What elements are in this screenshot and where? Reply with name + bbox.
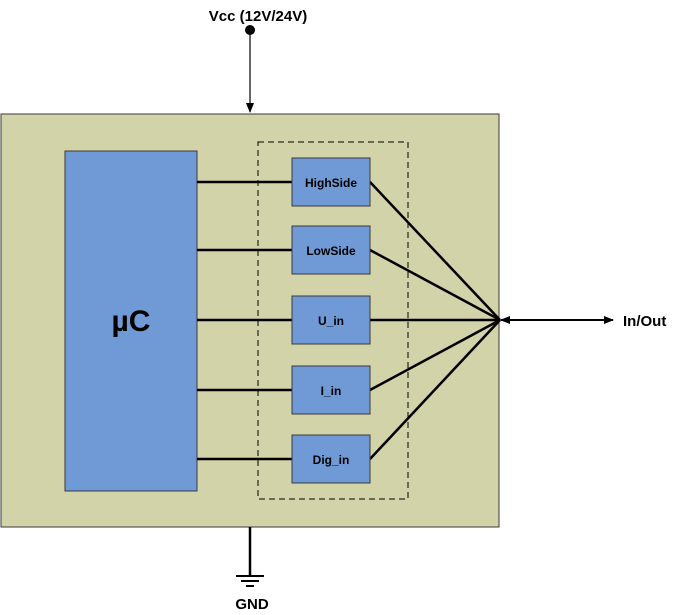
channel-u-in: U_in (291, 295, 371, 345)
channel-label: I_in (321, 384, 342, 398)
ground-icon (236, 575, 264, 587)
channel-dig-in: Dig_in (291, 434, 371, 484)
channel-highside: HighSide (291, 157, 371, 207)
channel-i-in: I_in (291, 365, 371, 415)
channel-label: LowSide (306, 244, 356, 258)
microcontroller-label: µC (112, 305, 151, 338)
channel-label: Dig_in (313, 453, 350, 467)
uc-channel-wires (197, 180, 292, 461)
inout-label: In/Out (623, 313, 666, 330)
channel-lowside: LowSide (291, 225, 371, 275)
vcc-label: Vcc (12V/24V) (209, 8, 307, 25)
channel-label: U_in (318, 314, 344, 328)
junction-wires (369, 181, 501, 460)
microcontroller-block (64, 150, 198, 492)
channel-label: HighSide (305, 176, 357, 190)
gnd-label: GND (235, 596, 269, 613)
